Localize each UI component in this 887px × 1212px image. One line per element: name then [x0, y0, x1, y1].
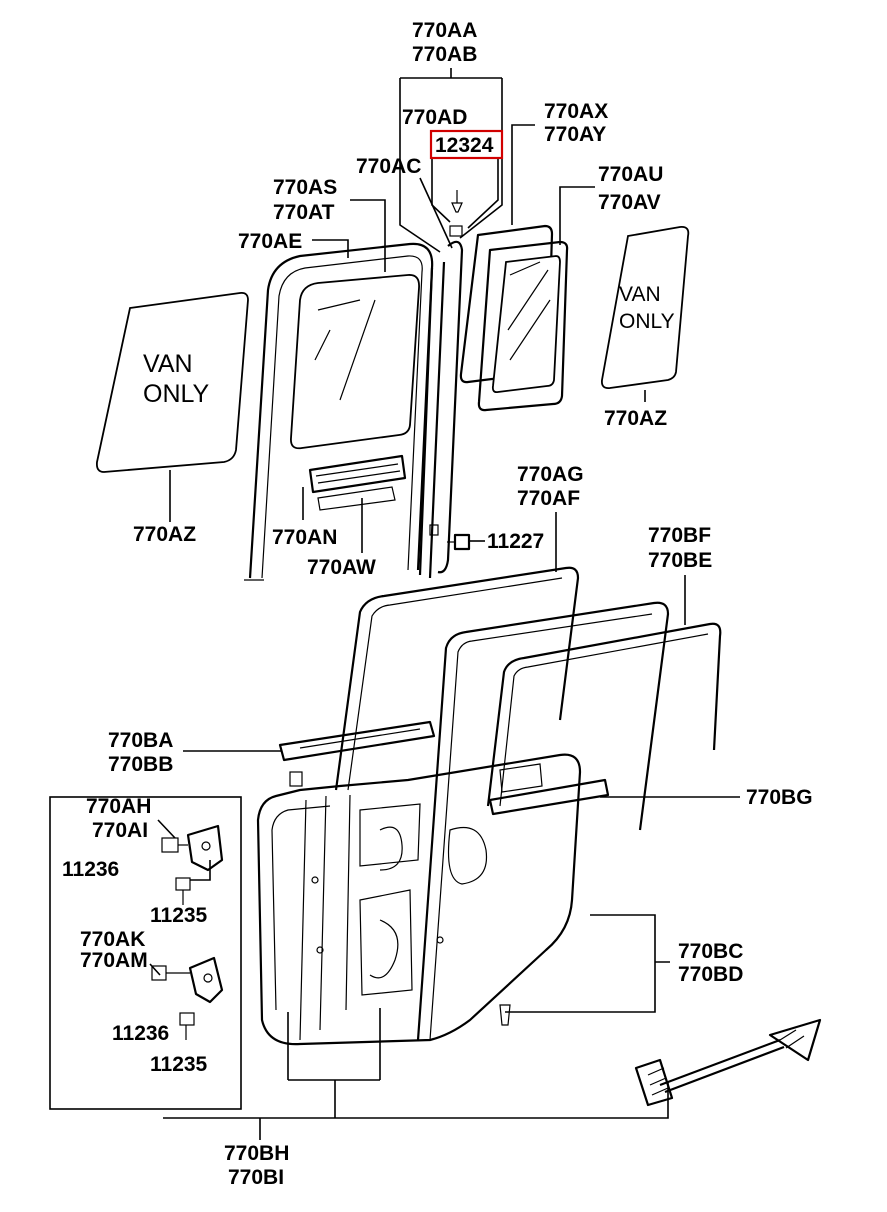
label-770AX: 770AX: [544, 100, 608, 123]
label-770AV: 770AV: [598, 191, 661, 214]
label-770BC: 770BC: [678, 940, 743, 963]
quarter-glass-assembly: [459, 224, 569, 412]
label-770BE: 770BE: [648, 549, 712, 572]
label-770AB: 770AB: [412, 43, 477, 66]
label-11236-upper: 11236: [62, 858, 119, 881]
label-11236-lower: 11236: [112, 1022, 169, 1045]
label-770AK: 770AK: [80, 928, 145, 951]
van-only-left-line2: ONLY: [143, 380, 210, 408]
label-11235-upper: 11235: [150, 904, 208, 927]
label-770BD: 770BD: [678, 963, 743, 986]
van-only-left-line1: VAN: [143, 350, 193, 378]
label-770AC: 770AC: [356, 155, 421, 178]
highlight-box-12324: [429, 129, 504, 160]
label-770BF: 770BF: [648, 524, 711, 547]
label-770AT: 770AT: [273, 201, 335, 224]
lower-hinge: [151, 956, 224, 1040]
van-only-glass-left: [95, 291, 249, 473]
part-labels: 770AA 770AB 770AD 12324 770AC 770AX 770A…: [62, 19, 813, 1189]
door-weatherstrips: [278, 566, 722, 1041]
upper-hinge: [161, 824, 224, 905]
label-770AA: 770AA: [412, 19, 477, 42]
label-11235-lower: 11235: [150, 1053, 208, 1076]
door-inner-panel: [256, 753, 582, 1046]
label-770AU: 770AU: [598, 163, 663, 186]
label-770AD: 770AD: [402, 106, 467, 129]
van-only-glass-right: [601, 226, 690, 389]
glass-run-channels: [418, 240, 464, 579]
label-770AS: 770AS: [273, 176, 337, 199]
label-770AM: 770AM: [80, 949, 148, 972]
hinge-inset-box: [49, 796, 242, 1110]
screw-12324: [449, 190, 463, 237]
label-770AN: 770AN: [272, 526, 337, 549]
label-770AF: 770AF: [517, 487, 580, 510]
leader-lines: [149, 68, 740, 1140]
label-770BI: 770BI: [228, 1166, 284, 1189]
label-11227: 11227: [487, 530, 544, 553]
label-770AZ-left: 770AZ: [133, 523, 196, 546]
label-770AE: 770AE: [238, 230, 302, 253]
label-770AI: 770AI: [92, 819, 148, 842]
label-770AZ-right: 770AZ: [604, 407, 667, 430]
label-770AH: 770AH: [86, 795, 151, 818]
label-770BA: 770BA: [108, 729, 173, 752]
van-only-right-line1: VAN: [619, 283, 661, 306]
van-only-right-line2: ONLY: [619, 310, 675, 333]
label-770AW: 770AW: [307, 556, 376, 579]
window-sash-assembly: [244, 242, 434, 581]
label-770AG: 770AG: [517, 463, 584, 486]
label-770AY: 770AY: [544, 123, 606, 146]
label-770BH: 770BH: [224, 1142, 289, 1165]
door-check-arrow: [634, 1018, 822, 1107]
label-770BG: 770BG: [746, 786, 813, 809]
label-770BB: 770BB: [108, 753, 173, 776]
bolt-11227: [447, 533, 471, 551]
label-12324: 12324: [435, 134, 494, 157]
